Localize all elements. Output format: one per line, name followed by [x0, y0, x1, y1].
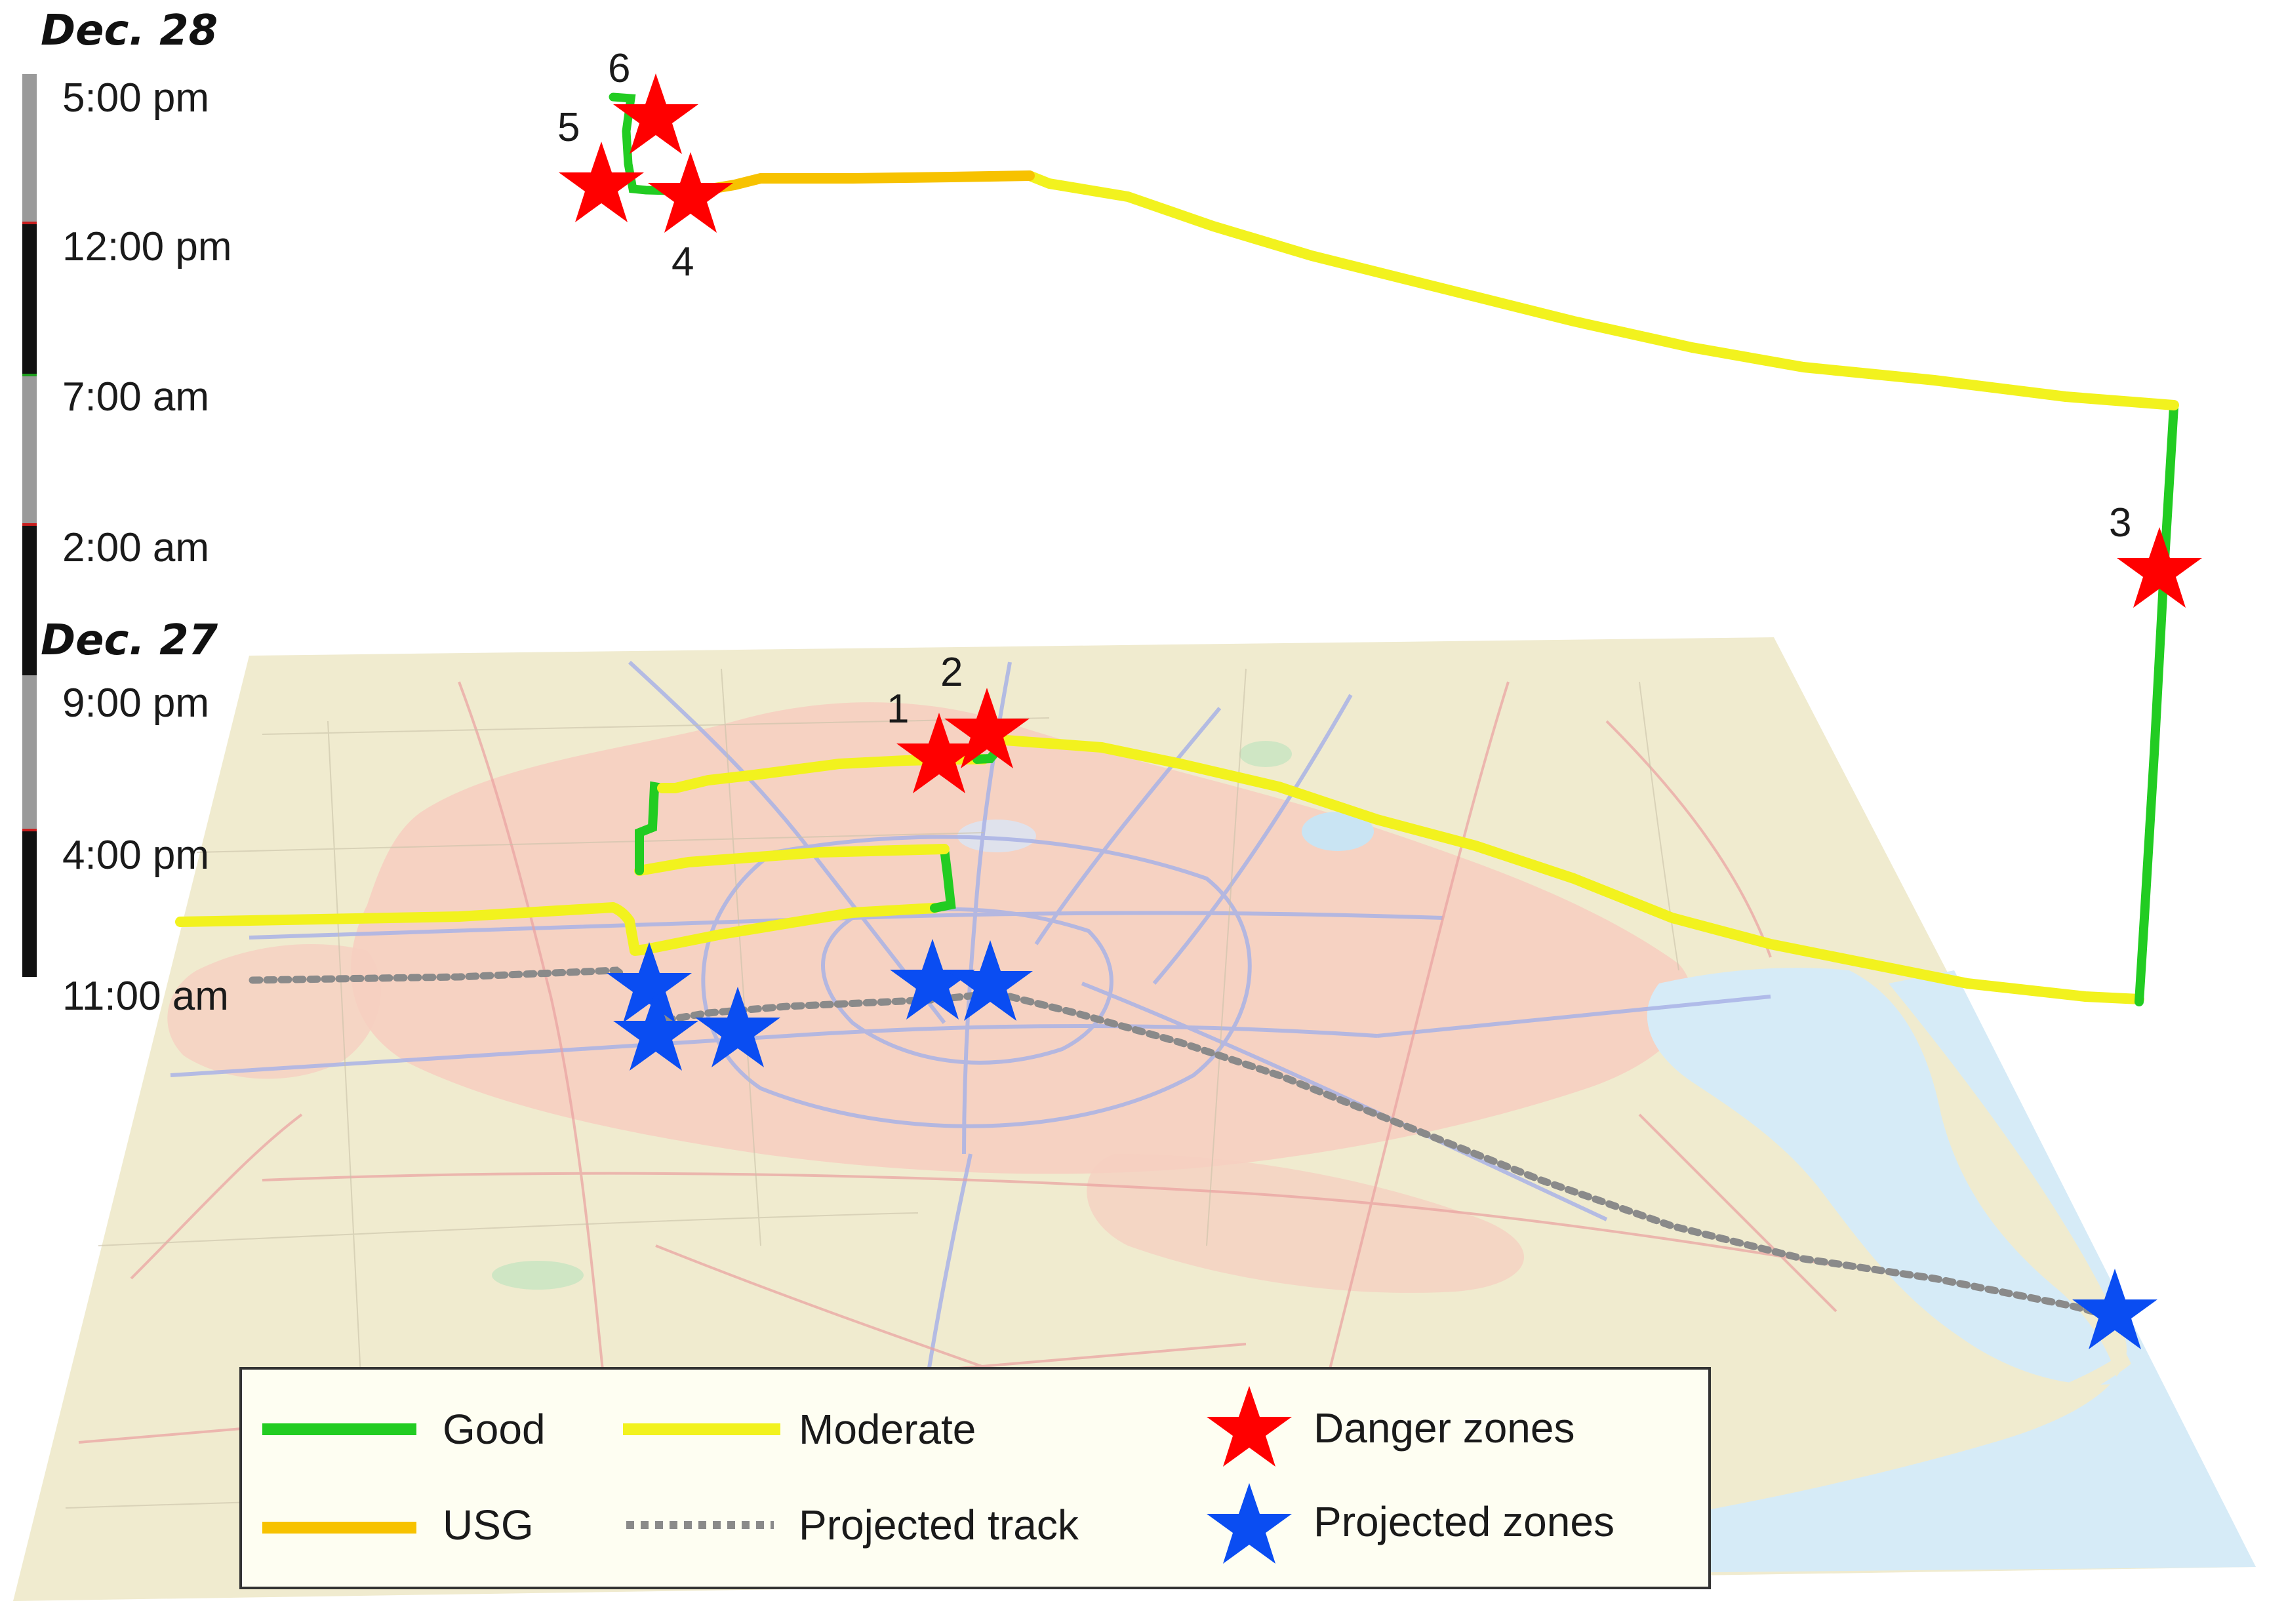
legend-projected-star	[1207, 1483, 1292, 1564]
green-area	[957, 820, 1036, 852]
timeline-segment	[22, 74, 37, 223]
timeline-segment	[22, 223, 37, 375]
zone-label-5: 5	[557, 105, 580, 150]
legend-label-good: Good	[443, 1406, 546, 1453]
zone-label-3: 3	[2109, 500, 2131, 545]
date-label-dec-27: Dec. 27	[41, 616, 218, 665]
trajectory-good-segment	[930, 844, 956, 913]
time-label: 11:00 am	[62, 974, 229, 1019]
green-area	[492, 1261, 584, 1290]
zone-label-4: 4	[672, 239, 694, 285]
time-label: 5:00 pm	[62, 75, 209, 121]
legend-label-moderate: Moderate	[799, 1406, 976, 1453]
projected-zone-star	[695, 987, 780, 1067]
timeline-segment	[22, 675, 37, 830]
projected-zone-star	[890, 939, 975, 1020]
projected-zone-markers	[607, 939, 2157, 1349]
time-label: 2:00 am	[62, 525, 209, 570]
trajectory-good-segment	[635, 781, 667, 875]
timeline-segment	[22, 375, 37, 525]
danger-zone-star-4	[648, 152, 733, 233]
trajectory-moderate-top	[1024, 170, 2179, 410]
projected-zone-star	[948, 940, 1033, 1021]
trajectory-moderate-east	[992, 734, 2144, 1004]
trajectory-good-top	[609, 92, 700, 196]
zone-label-2: 2	[940, 650, 963, 695]
timeline-bar	[22, 74, 37, 977]
projected-zone-star	[2072, 1269, 2157, 1349]
timeline-segment	[22, 525, 37, 675]
time-label: 9:00 pm	[62, 681, 209, 726]
legend-label-danger-zones: Danger zones	[1313, 1404, 1574, 1452]
trajectory-moderate-middle	[634, 844, 950, 876]
danger-zone-star-3	[2117, 527, 2202, 608]
danger-zone-star-2	[944, 688, 1030, 768]
time-label: 7:00 am	[62, 374, 209, 420]
zone-label-6: 6	[608, 46, 630, 91]
time-label: 12:00 pm	[62, 224, 232, 269]
gulf-water	[1246, 970, 2256, 1577]
trajectory-usg-top	[690, 170, 1035, 197]
trajectory-good-vertical	[2135, 402, 2178, 1006]
lake	[1302, 812, 1374, 851]
lake	[1239, 741, 1292, 767]
projected-zone-star	[607, 942, 692, 1023]
base-map	[13, 637, 2256, 1601]
urban-area	[351, 702, 1693, 1174]
projected-zone-star	[613, 990, 698, 1071]
timeline-segment	[22, 830, 37, 977]
legend-danger-star	[1207, 1386, 1292, 1467]
time-label: 4:00 pm	[62, 833, 209, 878]
bay-water	[1647, 968, 2118, 1385]
legend-label-usg: USG	[443, 1501, 534, 1549]
urban-area-south	[1087, 1154, 1525, 1293]
legend-label-projected-zones: Projected zones	[1313, 1498, 1614, 1545]
danger-zone-star-6	[613, 73, 698, 154]
trajectory-moderate-lower	[175, 902, 940, 956]
legend-label-projected-track: Projected track	[799, 1501, 1079, 1549]
danger-zone-markers	[559, 73, 2202, 793]
date-label-dec-28: Dec. 28	[41, 7, 218, 55]
danger-zone-star-5	[559, 142, 644, 222]
zone-label-1: 1	[887, 686, 909, 732]
legend: Good Moderate Danger zones USG Projected…	[239, 1367, 1711, 1589]
danger-zone-star-1	[896, 713, 982, 793]
legend-box	[239, 1367, 1711, 1589]
